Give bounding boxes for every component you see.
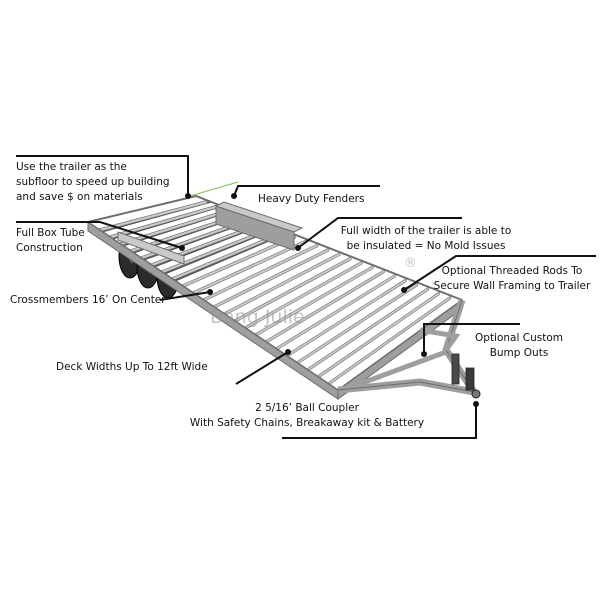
label-coupler: 2 5/16’ Ball Coupler With Safety Chains,… (189, 402, 425, 429)
leader-line-insulated (297, 217, 462, 249)
leader-line-threaded-rods (403, 255, 596, 291)
accent-line (189, 181, 239, 197)
leader-line-bump-outs (423, 323, 520, 354)
dot-marker-icon (179, 245, 185, 251)
label-crossmembers: Crossmembers 16’ On Center (10, 294, 166, 306)
registered-mark: ® (404, 256, 417, 271)
label-box-tube: Full Box Tube Construction (16, 227, 85, 254)
dot-marker-icon (295, 245, 301, 251)
leader-line-fenders (233, 185, 380, 197)
jack-handle (465, 367, 475, 391)
leader-line-box-tube (16, 221, 183, 249)
label-bump-outs: Optional Custom Bump Outs (475, 332, 563, 359)
label-fenders: Heavy Duty Fenders (258, 193, 365, 205)
dot-marker-icon (185, 193, 191, 199)
fender-near (117, 231, 185, 265)
dot-marker-icon (401, 287, 407, 293)
tongue-brace (353, 349, 447, 389)
bump-out-brace (419, 327, 461, 352)
callout-leaders (16, 155, 596, 439)
leader-line-deck-width (235, 351, 289, 385)
trailer-frame (86, 181, 481, 400)
ball-coupler (471, 389, 481, 399)
label-insulated: Full width of the trailer is able to be … (340, 225, 512, 252)
outer-rail-far (87, 194, 463, 301)
dot-marker-icon (285, 349, 291, 355)
label-subfloor: Use the trailer as the subfloor to speed… (16, 161, 170, 203)
dot-marker-icon (207, 289, 213, 295)
watermark-text: Bang Julie (210, 306, 305, 328)
label-threaded-rods: Optional Threaded Rods To Secure Wall Fr… (433, 265, 591, 292)
jack-post (451, 353, 460, 385)
tongue-left-edge (337, 381, 475, 393)
fender-top (214, 201, 304, 233)
label-deck-width: Deck Widths Up To 12ft Wide (56, 361, 208, 373)
leader-line-subfloor (16, 155, 189, 196)
dot-marker-icon (473, 401, 479, 407)
leader-line-coupler (282, 404, 477, 439)
dot-marker-icon (421, 351, 427, 357)
dot-marker-icon (231, 193, 237, 199)
leader-line-crossmembers (159, 291, 211, 301)
